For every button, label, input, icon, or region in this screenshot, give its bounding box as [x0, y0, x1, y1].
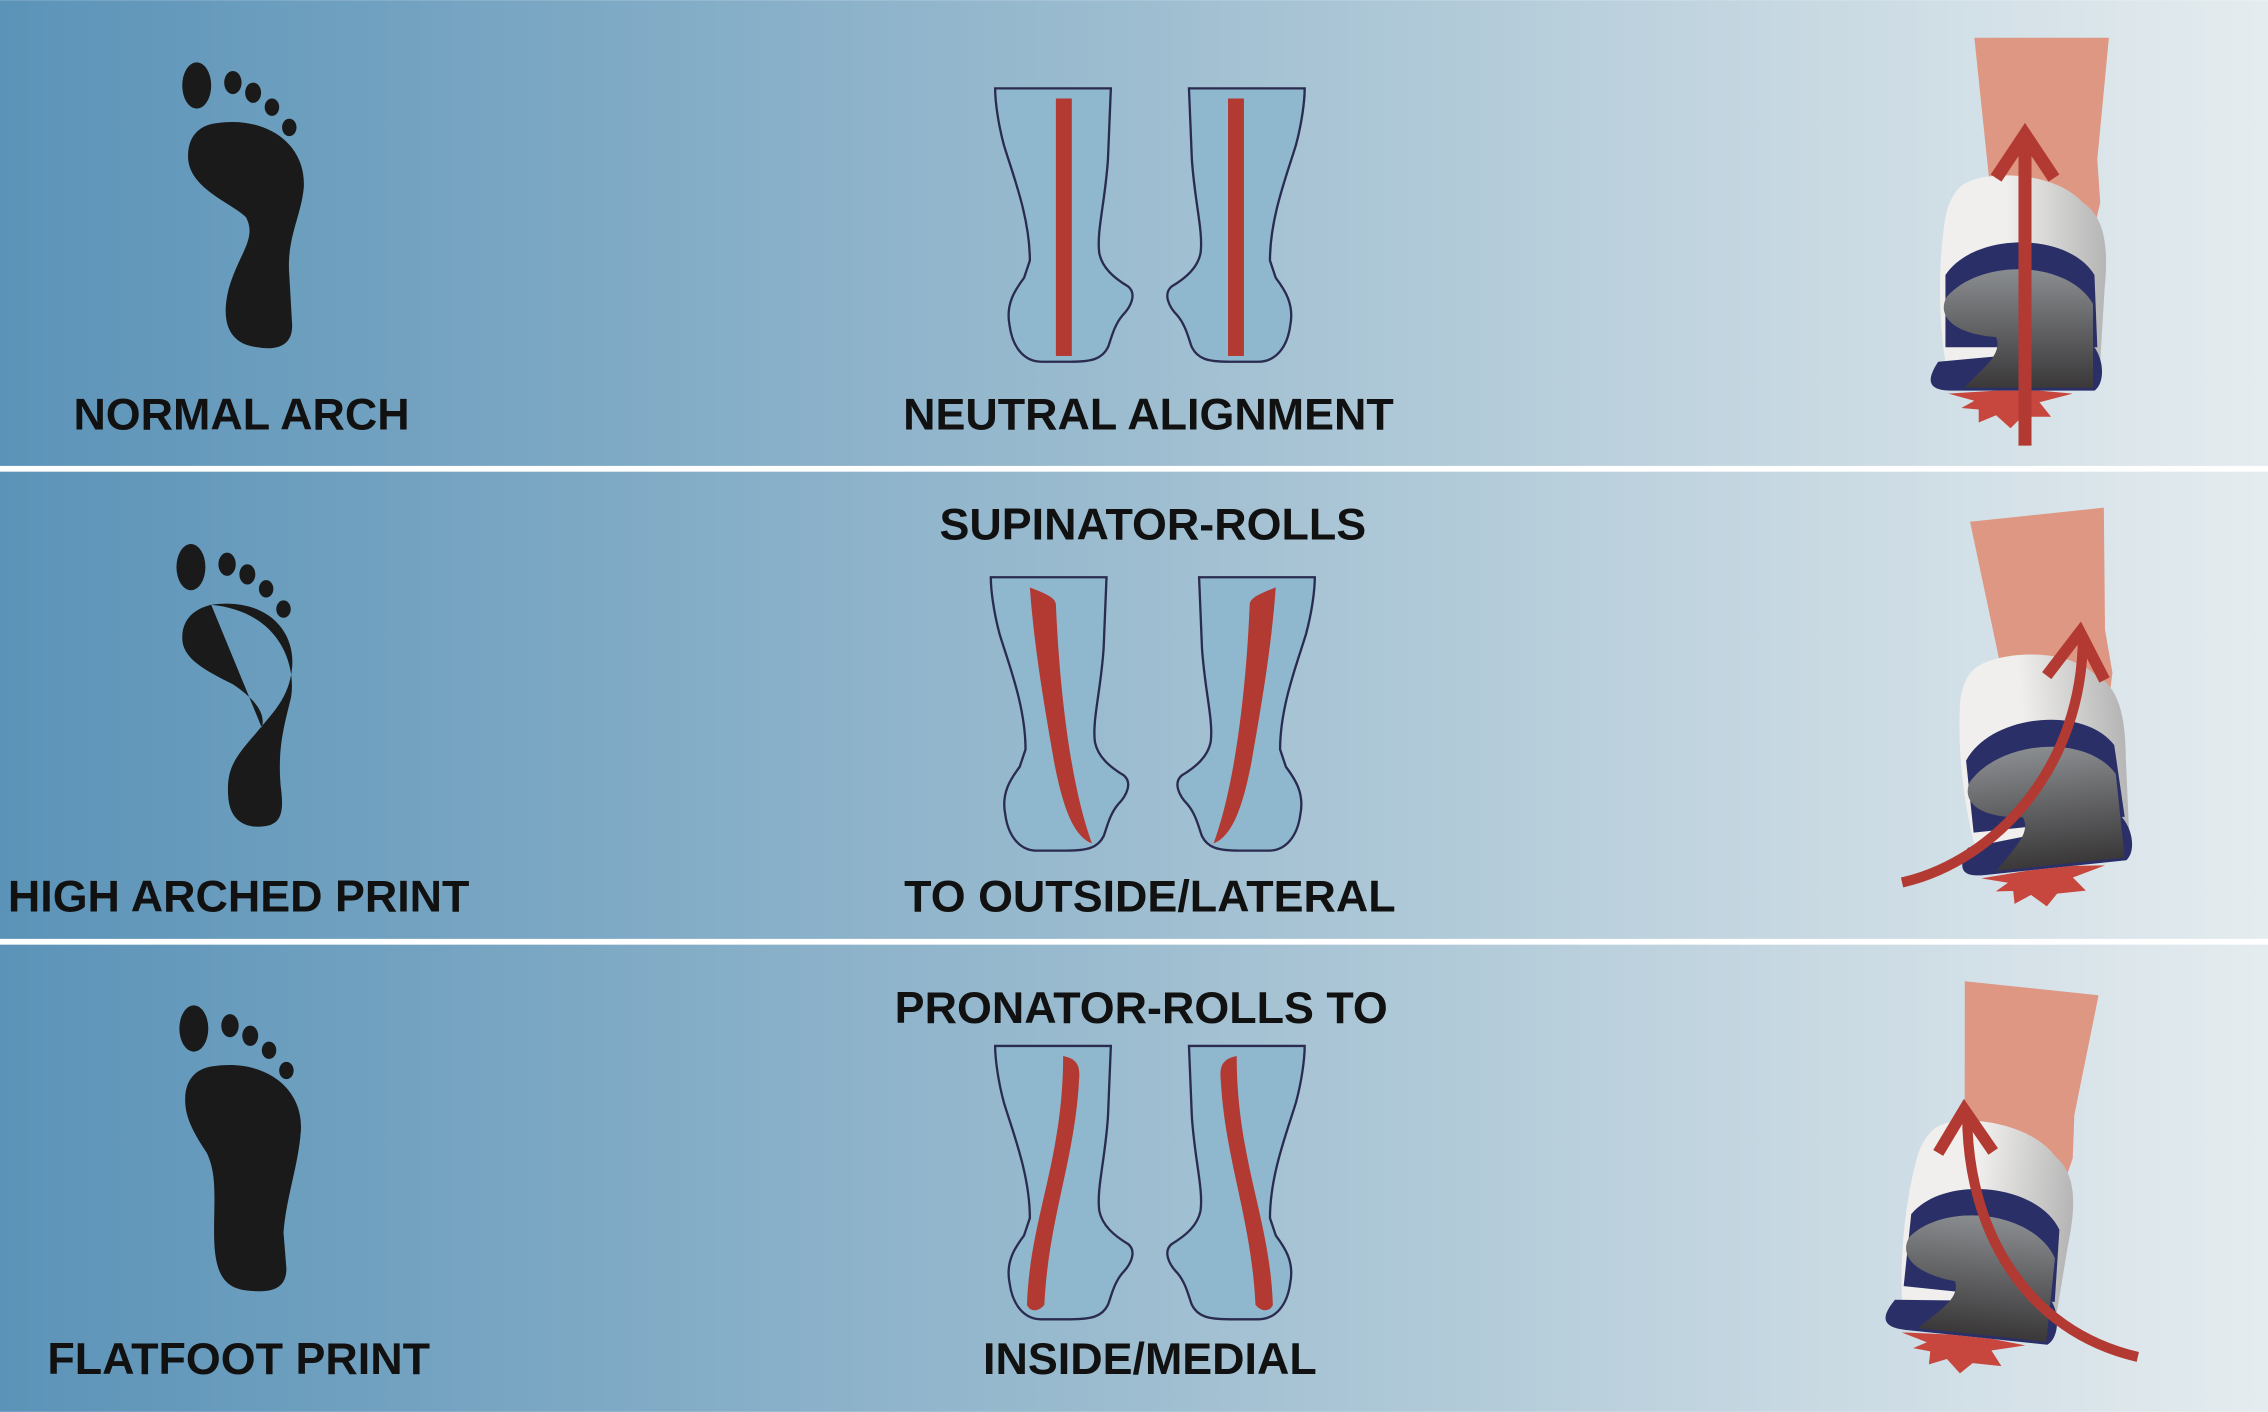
supinator-shoe-icon: [1900, 507, 2145, 915]
foot-type-label: HIGH ARCHED PRINT: [8, 870, 470, 921]
flatfoot-footprint-icon: [179, 1005, 302, 1292]
high-arch-footprint-icon: [176, 544, 293, 827]
alignment-label: NEUTRAL ALIGNMENT: [903, 389, 1394, 440]
supinator-legs-icon: [989, 576, 1316, 852]
normal-arch-footprint-icon: [182, 62, 304, 349]
alignment-label-top: PRONATOR-ROLLS TO: [895, 982, 1388, 1033]
foot-type-label: FLATFOOT PRINT: [47, 1333, 430, 1384]
foot-type-label: NORMAL ARCH: [73, 389, 409, 440]
row-high-arch: HIGH ARCHED PRINT SUPINATOR-ROLLS TO OUT…: [8, 499, 2145, 921]
pronator-legs-icon: [993, 1044, 1306, 1321]
neutral-legs-icon: [993, 87, 1306, 363]
alignment-label-bottom: TO OUTSIDE/LATERAL: [904, 870, 1395, 921]
row-flatfoot: FLATFOOT PRINT PRONATOR-ROLLS TO INSIDE/…: [47, 976, 2139, 1384]
alignment-label-top: SUPINATOR-ROLLS: [939, 499, 1366, 550]
row-divider: [0, 938, 2268, 945]
pronator-shoe-icon: [1880, 976, 2139, 1384]
neutral-shoe-icon: [1930, 37, 2109, 446]
row-divider: [0, 465, 2268, 472]
row-normal-arch: NORMAL ARCH NEUTRAL ALIGNMENT: [73, 37, 2109, 446]
alignment-label-bottom: INSIDE/MEDIAL: [983, 1333, 1317, 1384]
